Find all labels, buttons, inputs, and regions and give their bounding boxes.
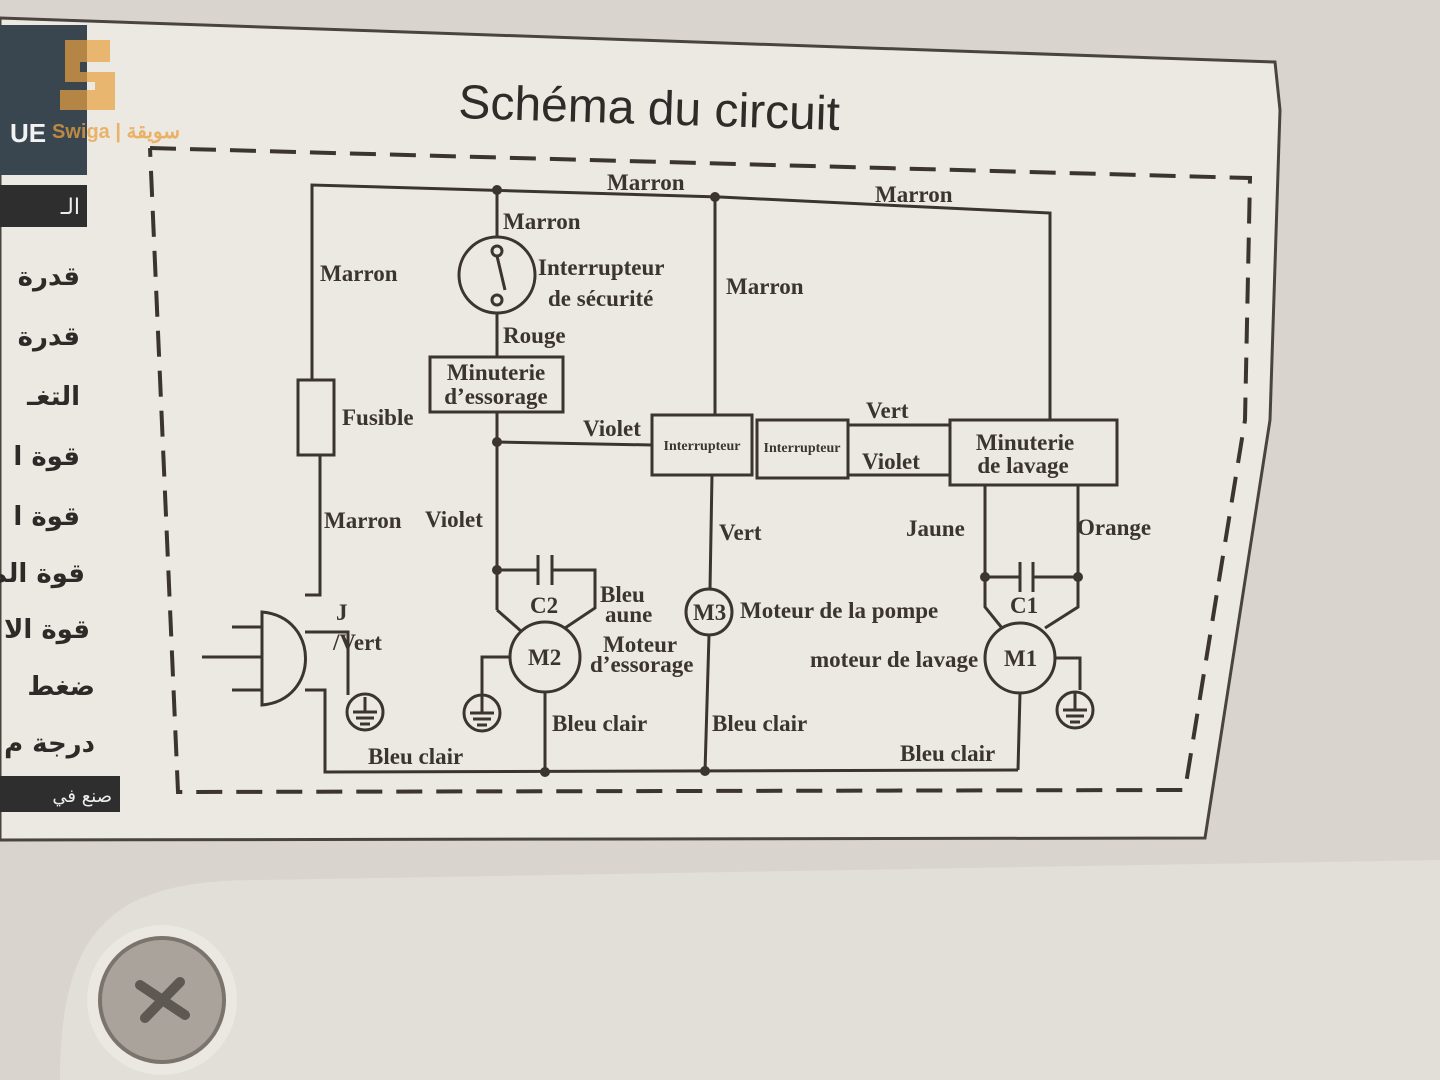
watermark-logo: Swiga | سويقة — [52, 40, 180, 144]
svg-text:Interrupteur: Interrupteur — [664, 439, 741, 454]
svg-text:Vert: Vert — [719, 520, 762, 545]
svg-text:M1: M1 — [1004, 646, 1037, 671]
wire-labels: Marron Marron Marron Marron Marron Inter… — [320, 170, 1151, 769]
svg-text:Violet: Violet — [583, 416, 641, 441]
dashed-border — [148, 146, 1253, 795]
spec-line: قدرة — [18, 262, 80, 292]
side-subheader-bar — [0, 185, 87, 227]
svg-text:Orange: Orange — [1077, 515, 1151, 540]
svg-text:J: J — [336, 600, 348, 625]
interrupteur-box-1 — [650, 413, 754, 477]
panel-ridge — [60, 860, 1440, 1080]
svg-text:Minuterie: Minuterie — [447, 360, 545, 385]
page-title: Schéma du circuit — [458, 76, 841, 141]
svg-text:de sécurité: de sécurité — [548, 286, 653, 311]
svg-text:d’essorage: d’essorage — [444, 384, 547, 409]
svg-text:Moteur de la pompe: Moteur de la pompe — [740, 598, 938, 623]
svg-text:Bleu clair: Bleu clair — [552, 711, 647, 736]
svg-text:Marron: Marron — [503, 209, 581, 234]
junction-dots — [492, 185, 1083, 777]
svg-text:de lavage: de lavage — [977, 453, 1068, 478]
spec-line: قدرة — [18, 322, 80, 352]
label-sticker — [0, 16, 1282, 842]
svg-text:C1: C1 — [1010, 593, 1038, 618]
side-footer: صنع في — [52, 786, 112, 807]
svg-text:M3: M3 — [693, 600, 726, 625]
spec-line: قوة الا — [4, 615, 90, 645]
ground-icon — [345, 692, 385, 732]
svg-text:moteur de lavage: moteur de lavage — [810, 647, 978, 672]
side-header: UE — [10, 118, 46, 148]
wash-timer-box — [948, 418, 1119, 487]
watermark-text: Swiga | سويقة — [52, 121, 180, 144]
svg-text:Violet: Violet — [425, 507, 483, 532]
motor-m3 — [684, 587, 734, 637]
svg-text:Fusible: Fusible — [342, 405, 414, 430]
fuse-symbol — [296, 378, 336, 457]
svg-text:Bleu clair: Bleu clair — [900, 741, 995, 766]
svg-text:Marron: Marron — [875, 182, 953, 207]
ground-icon — [1055, 690, 1095, 730]
spin-timer-box — [428, 355, 565, 414]
side-spec-lines: قدرة قدرة التغـ قوة ا قوة ا قوة الم قوة … — [0, 262, 95, 759]
spec-line: التغـ — [26, 382, 80, 412]
spec-line: ضغط — [27, 672, 95, 702]
svg-text:aune: aune — [605, 602, 652, 627]
spec-line: قوة ا — [13, 502, 80, 532]
svg-text:Bleu clair: Bleu clair — [368, 744, 463, 769]
svg-text:d’essorage: d’essorage — [590, 652, 693, 677]
svg-text:Bleu: Bleu — [600, 582, 645, 607]
svg-text:Marron: Marron — [607, 170, 685, 195]
svg-text:M2: M2 — [528, 645, 561, 670]
svg-text:Interrupteur: Interrupteur — [764, 441, 841, 456]
side-subheader: الـ — [60, 195, 80, 220]
svg-text:Rouge: Rouge — [503, 323, 566, 348]
ground-icon — [462, 693, 502, 733]
svg-text:C2: C2 — [530, 593, 558, 618]
spec-line: قوة الم — [0, 559, 85, 589]
svg-text:Marron: Marron — [320, 261, 398, 286]
svg-text:Vert: Vert — [866, 398, 909, 423]
svg-text:Moteur: Moteur — [603, 632, 677, 657]
svg-text:Jaune: Jaune — [906, 516, 965, 541]
motor-m2 — [508, 620, 582, 694]
spec-line: درجة م — [4, 729, 95, 759]
motor-m1 — [983, 621, 1057, 695]
svg-text:Interrupteur: Interrupteur — [538, 255, 664, 280]
svg-text:Marron: Marron — [324, 508, 402, 533]
svg-text:Violet: Violet — [862, 449, 920, 474]
svg-text:/Vert: /Vert — [332, 630, 382, 655]
interrupteur-box-2 — [755, 418, 850, 480]
svg-text:Minuterie: Minuterie — [976, 430, 1074, 455]
svg-text:Marron: Marron — [726, 274, 804, 299]
svg-text:Bleu clair: Bleu clair — [712, 711, 807, 736]
safety-switch-symbol — [457, 235, 537, 315]
spec-line: قوة ا — [13, 442, 80, 472]
side-footer-bar — [0, 776, 120, 812]
screw-icon — [87, 925, 237, 1075]
circuit-wires — [202, 183, 1082, 774]
